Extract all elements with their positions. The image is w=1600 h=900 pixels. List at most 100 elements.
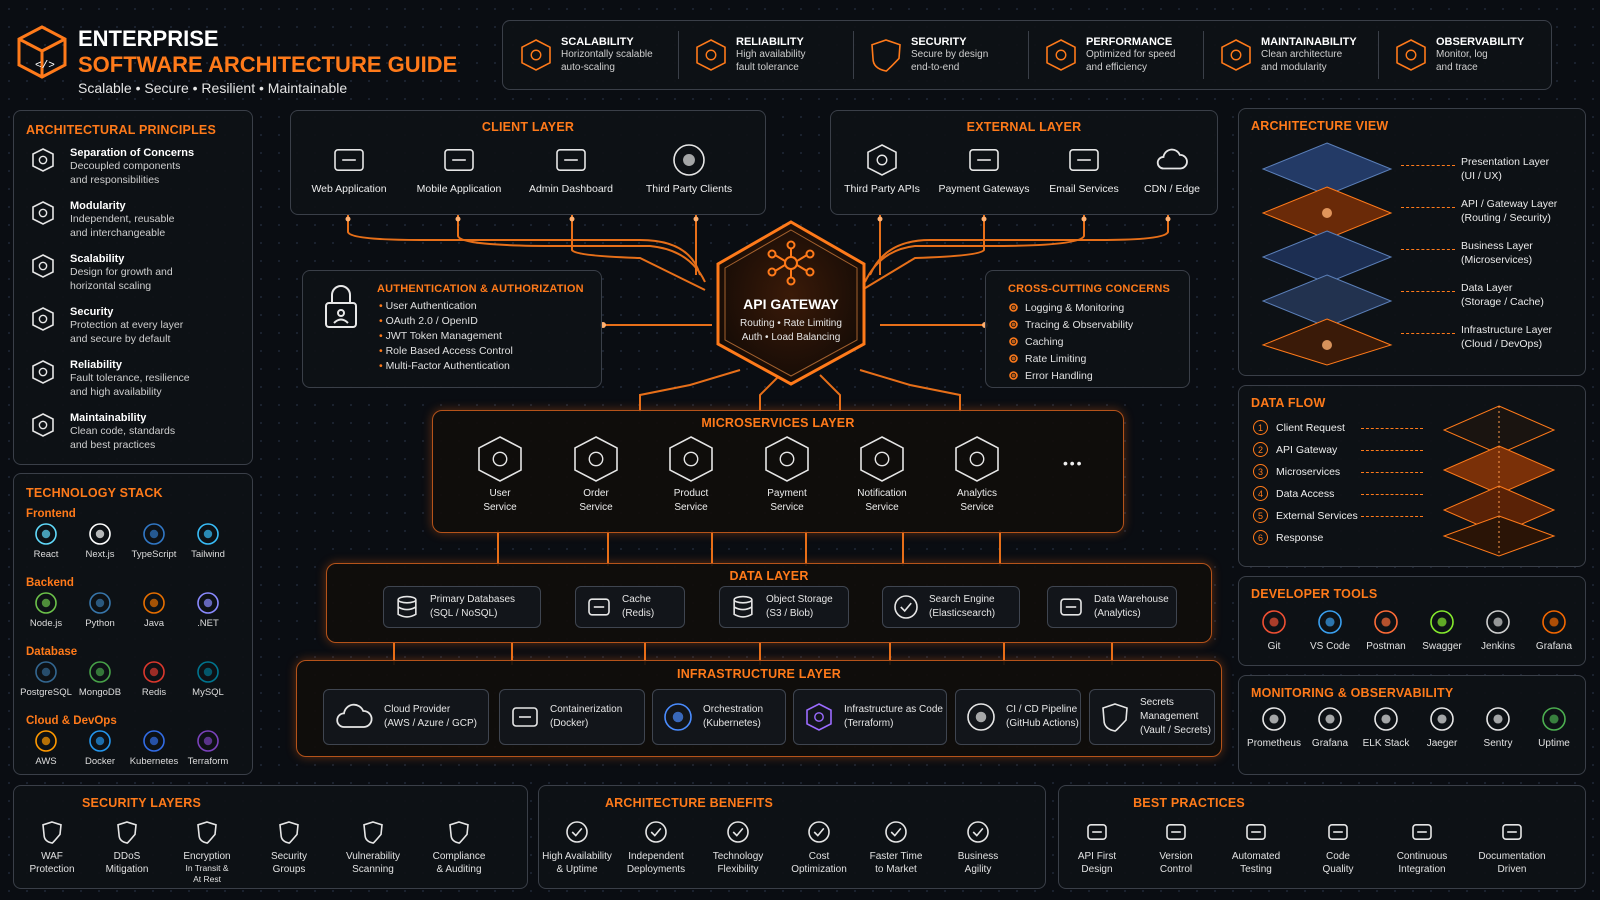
monitor-jaeger[interactable]: Jaeger: [1415, 706, 1469, 749]
tech-label: Java: [143, 618, 165, 629]
benefit-item[interactable]: High Availability& Uptime: [534, 820, 620, 876]
data-object-storage[interactable]: Object Storage(S3 / Blob): [719, 586, 849, 628]
tech-postgresql[interactable]: PostgreSQL: [20, 660, 72, 698]
infra-name: Secrets Management: [1140, 697, 1199, 722]
tech-aws[interactable]: AWS: [20, 729, 72, 767]
monitor-grafana[interactable]: Grafana: [1303, 706, 1357, 749]
data-primary-databases[interactable]: Primary Databases(SQL / NoSQL): [383, 586, 541, 628]
auth-item: OAuth 2.0 / OpenID: [379, 315, 513, 327]
data-data-warehouse[interactable]: Data Warehouse(Analytics): [1047, 586, 1177, 628]
layer-stack-graphic: [1261, 142, 1393, 366]
client-mobile-application[interactable]: Mobile Application: [404, 143, 514, 195]
security-icon: [449, 821, 469, 844]
monitor-elk-stack[interactable]: ELK Stack: [1359, 706, 1413, 749]
tech-label: .NET: [197, 618, 219, 629]
infra-name: Orchestration: [703, 704, 764, 715]
infra-cloud-provider[interactable]: Cloud Provider(AWS / Azure / GCP): [323, 689, 489, 745]
tech-mongodb[interactable]: MongoDB: [74, 660, 126, 698]
tool-vs-code[interactable]: VS Code: [1303, 609, 1357, 652]
tech-docker[interactable]: Docker: [74, 729, 126, 767]
tool-jenkins[interactable]: Jenkins: [1471, 609, 1525, 652]
service-hex-icon: [765, 436, 809, 482]
principles-panel: ARCHITECTURAL PRINCIPLES Separation of C…: [13, 110, 253, 465]
monitor-logo-icon: [1430, 707, 1454, 731]
tech-typescript[interactable]: TypeScript: [128, 522, 180, 560]
infra-orchestration[interactable]: Orchestration(Kubernetes): [652, 689, 786, 745]
step-number: 4: [1253, 486, 1268, 501]
monitor-prometheus[interactable]: Prometheus: [1247, 706, 1301, 749]
security-item[interactable]: Compliance& Auditing: [416, 820, 502, 876]
external-payment-gateways[interactable]: Payment Gateways: [929, 143, 1039, 195]
tech-tailwind[interactable]: Tailwind: [182, 522, 234, 560]
tool-postman[interactable]: Postman: [1359, 609, 1413, 652]
feature-desc-1: High availability: [736, 49, 806, 60]
tech-nodejs[interactable]: Node.js: [20, 591, 72, 629]
infra-infrastructure-as-code[interactable]: Infrastructure as Code(Terraform): [793, 689, 947, 745]
principle-name: Separation of Concerns: [70, 147, 195, 159]
client-admin-dashboard[interactable]: Admin Dashboard: [516, 143, 626, 195]
tech-python[interactable]: Python: [74, 591, 126, 629]
data-flow-title: DATA FLOW: [1251, 396, 1326, 410]
external-email-services[interactable]: Email Services: [1029, 143, 1139, 195]
tech-mysql[interactable]: MySQL: [182, 660, 234, 698]
more-services-dots[interactable]: • • •: [1063, 455, 1082, 471]
cloud-icon: [336, 703, 373, 728]
tech-react[interactable]: React: [20, 522, 72, 560]
pipeline-icon: [967, 703, 995, 731]
tech-java[interactable]: Java: [128, 591, 180, 629]
data-cache[interactable]: Cache(Redis): [575, 586, 685, 628]
infra-secrets-management[interactable]: Secrets Management(Vault / Secrets): [1089, 689, 1215, 745]
monitor-sentry[interactable]: Sentry: [1471, 706, 1525, 749]
tech-nextjs[interactable]: Next.js: [74, 522, 126, 560]
monitor-uptime[interactable]: Uptime: [1527, 706, 1581, 749]
client-third-party-clients[interactable]: Third Party Clients: [634, 143, 744, 195]
security-label-3: At Rest: [193, 874, 221, 885]
data-name: Cache: [622, 594, 651, 605]
infra-ci-cd-pipeline[interactable]: CI / CD Pipeline(GitHub Actions): [955, 689, 1081, 745]
dashboard-icon: [556, 149, 586, 171]
external-third-party-apis[interactable]: Third Party APIs: [827, 143, 937, 195]
tech-logo-icon: [143, 730, 165, 752]
api-gateway[interactable]: API GATEWAY Routing • Rate Limiting Auth…: [706, 218, 876, 388]
data-search-engine[interactable]: Search Engine(Elasticsearch): [882, 586, 1020, 628]
tech-kubernetes[interactable]: Kubernetes: [128, 729, 180, 767]
infra-containerization[interactable]: Containerization(Docker): [499, 689, 645, 745]
infra-detail: (Docker): [550, 718, 589, 729]
tech-net[interactable]: .NET: [182, 591, 234, 629]
client-web-application[interactable]: Web Application: [294, 143, 404, 195]
data-layer-title: DATA LAYER: [729, 569, 809, 583]
external-cdn-edge[interactable]: CDN / Edge: [1117, 143, 1227, 195]
monitor-label: Prometheus: [1247, 738, 1301, 749]
tool-swagger[interactable]: Swagger: [1415, 609, 1469, 652]
tech-redis[interactable]: Redis: [128, 660, 180, 698]
cross-cutting-panel: CROSS-CUTTING CONCERNS Logging & Monitor…: [985, 270, 1190, 388]
tool-git[interactable]: Git: [1247, 609, 1301, 652]
security-label-1: Encryption: [183, 851, 231, 862]
tech-group-name: Database: [26, 646, 78, 658]
tech-terraform[interactable]: Terraform: [182, 729, 234, 767]
tool-grafana[interactable]: Grafana: [1527, 609, 1581, 652]
